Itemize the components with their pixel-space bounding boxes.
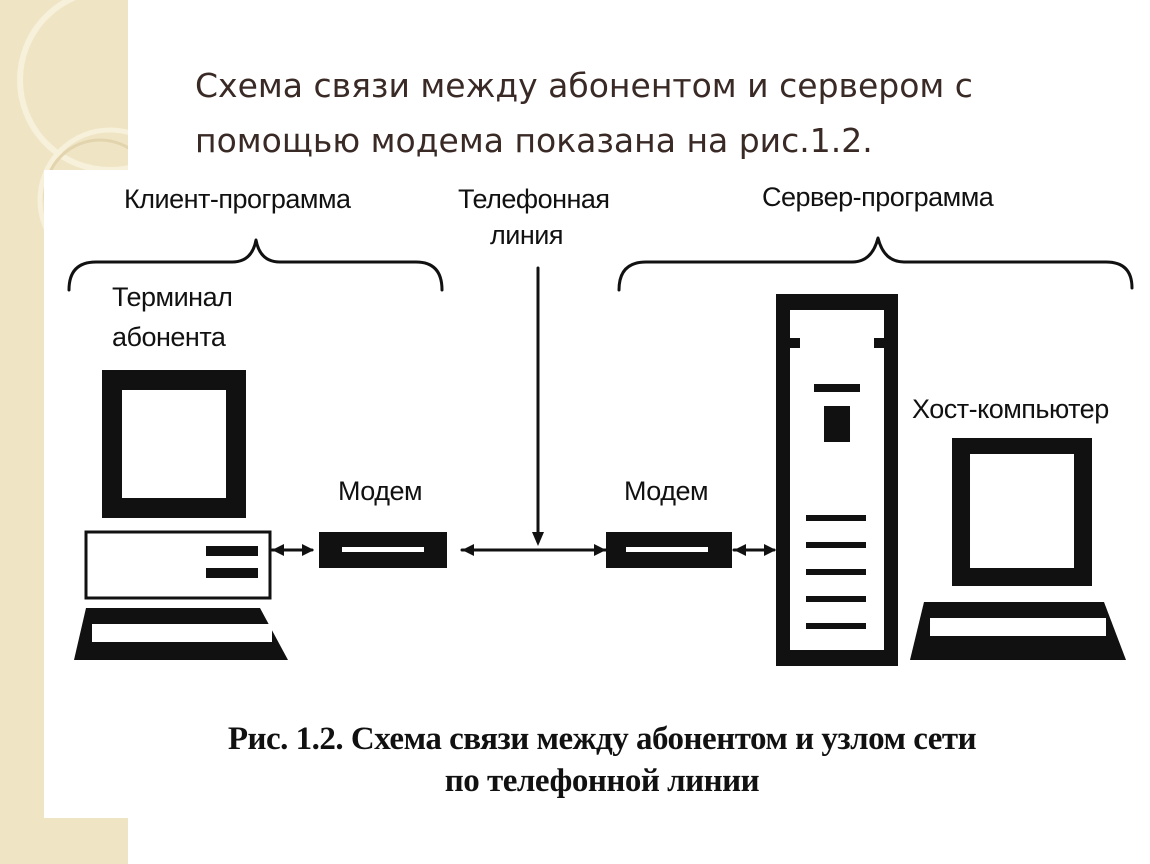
figure-caption: Рис. 1.2. Схема связи между абонентом и …: [172, 718, 1032, 802]
phone-line-label-1: Телефонная: [458, 184, 610, 214]
slide-title-line-2: помощью модема показана на рис.1.2.: [195, 121, 873, 160]
diagram-drawing: [67, 236, 1134, 666]
client-program-label: Клиент-программа: [124, 184, 351, 214]
modem-left-device: [319, 532, 447, 568]
host-label: Хост-компьютер: [912, 394, 1109, 424]
modem-right-device: [606, 532, 732, 568]
server-program-label: Сервер-программа: [762, 182, 994, 212]
client-brace: [67, 238, 444, 292]
arrowhead-down: [532, 532, 544, 546]
modem-right-label: Модем: [624, 476, 709, 506]
server-brace: [617, 236, 1134, 292]
terminal-label-2: абонента: [112, 322, 226, 352]
terminal-computer: [74, 370, 288, 660]
slide-title-line-1: Схема связи между абонентом и сервером с: [195, 66, 973, 105]
arrowhead-2: [302, 544, 314, 556]
arrowhead-5: [734, 544, 746, 556]
server-tower: [776, 294, 898, 666]
caption-line-2: по телефонной линии: [444, 763, 760, 799]
arrowhead-3: [462, 544, 474, 556]
modem-left-label: Модем: [338, 476, 423, 506]
terminal-label-1: Терминал: [112, 282, 233, 312]
phone-line-label-2: линия: [490, 220, 563, 250]
host-computer: [910, 438, 1126, 660]
arrowhead-6: [764, 544, 776, 556]
arrowhead-1: [272, 544, 284, 556]
caption-line-1: Рис. 1.2. Схема связи между абонентом и …: [227, 721, 977, 757]
figure-diagram: Клиент-программа Телефонная линия Сервер…: [44, 170, 1150, 818]
arrowhead-4: [594, 544, 606, 556]
terminal-system-unit: [84, 530, 272, 600]
slide-title: Схема связи между абонентом и сервером с…: [195, 58, 1095, 168]
